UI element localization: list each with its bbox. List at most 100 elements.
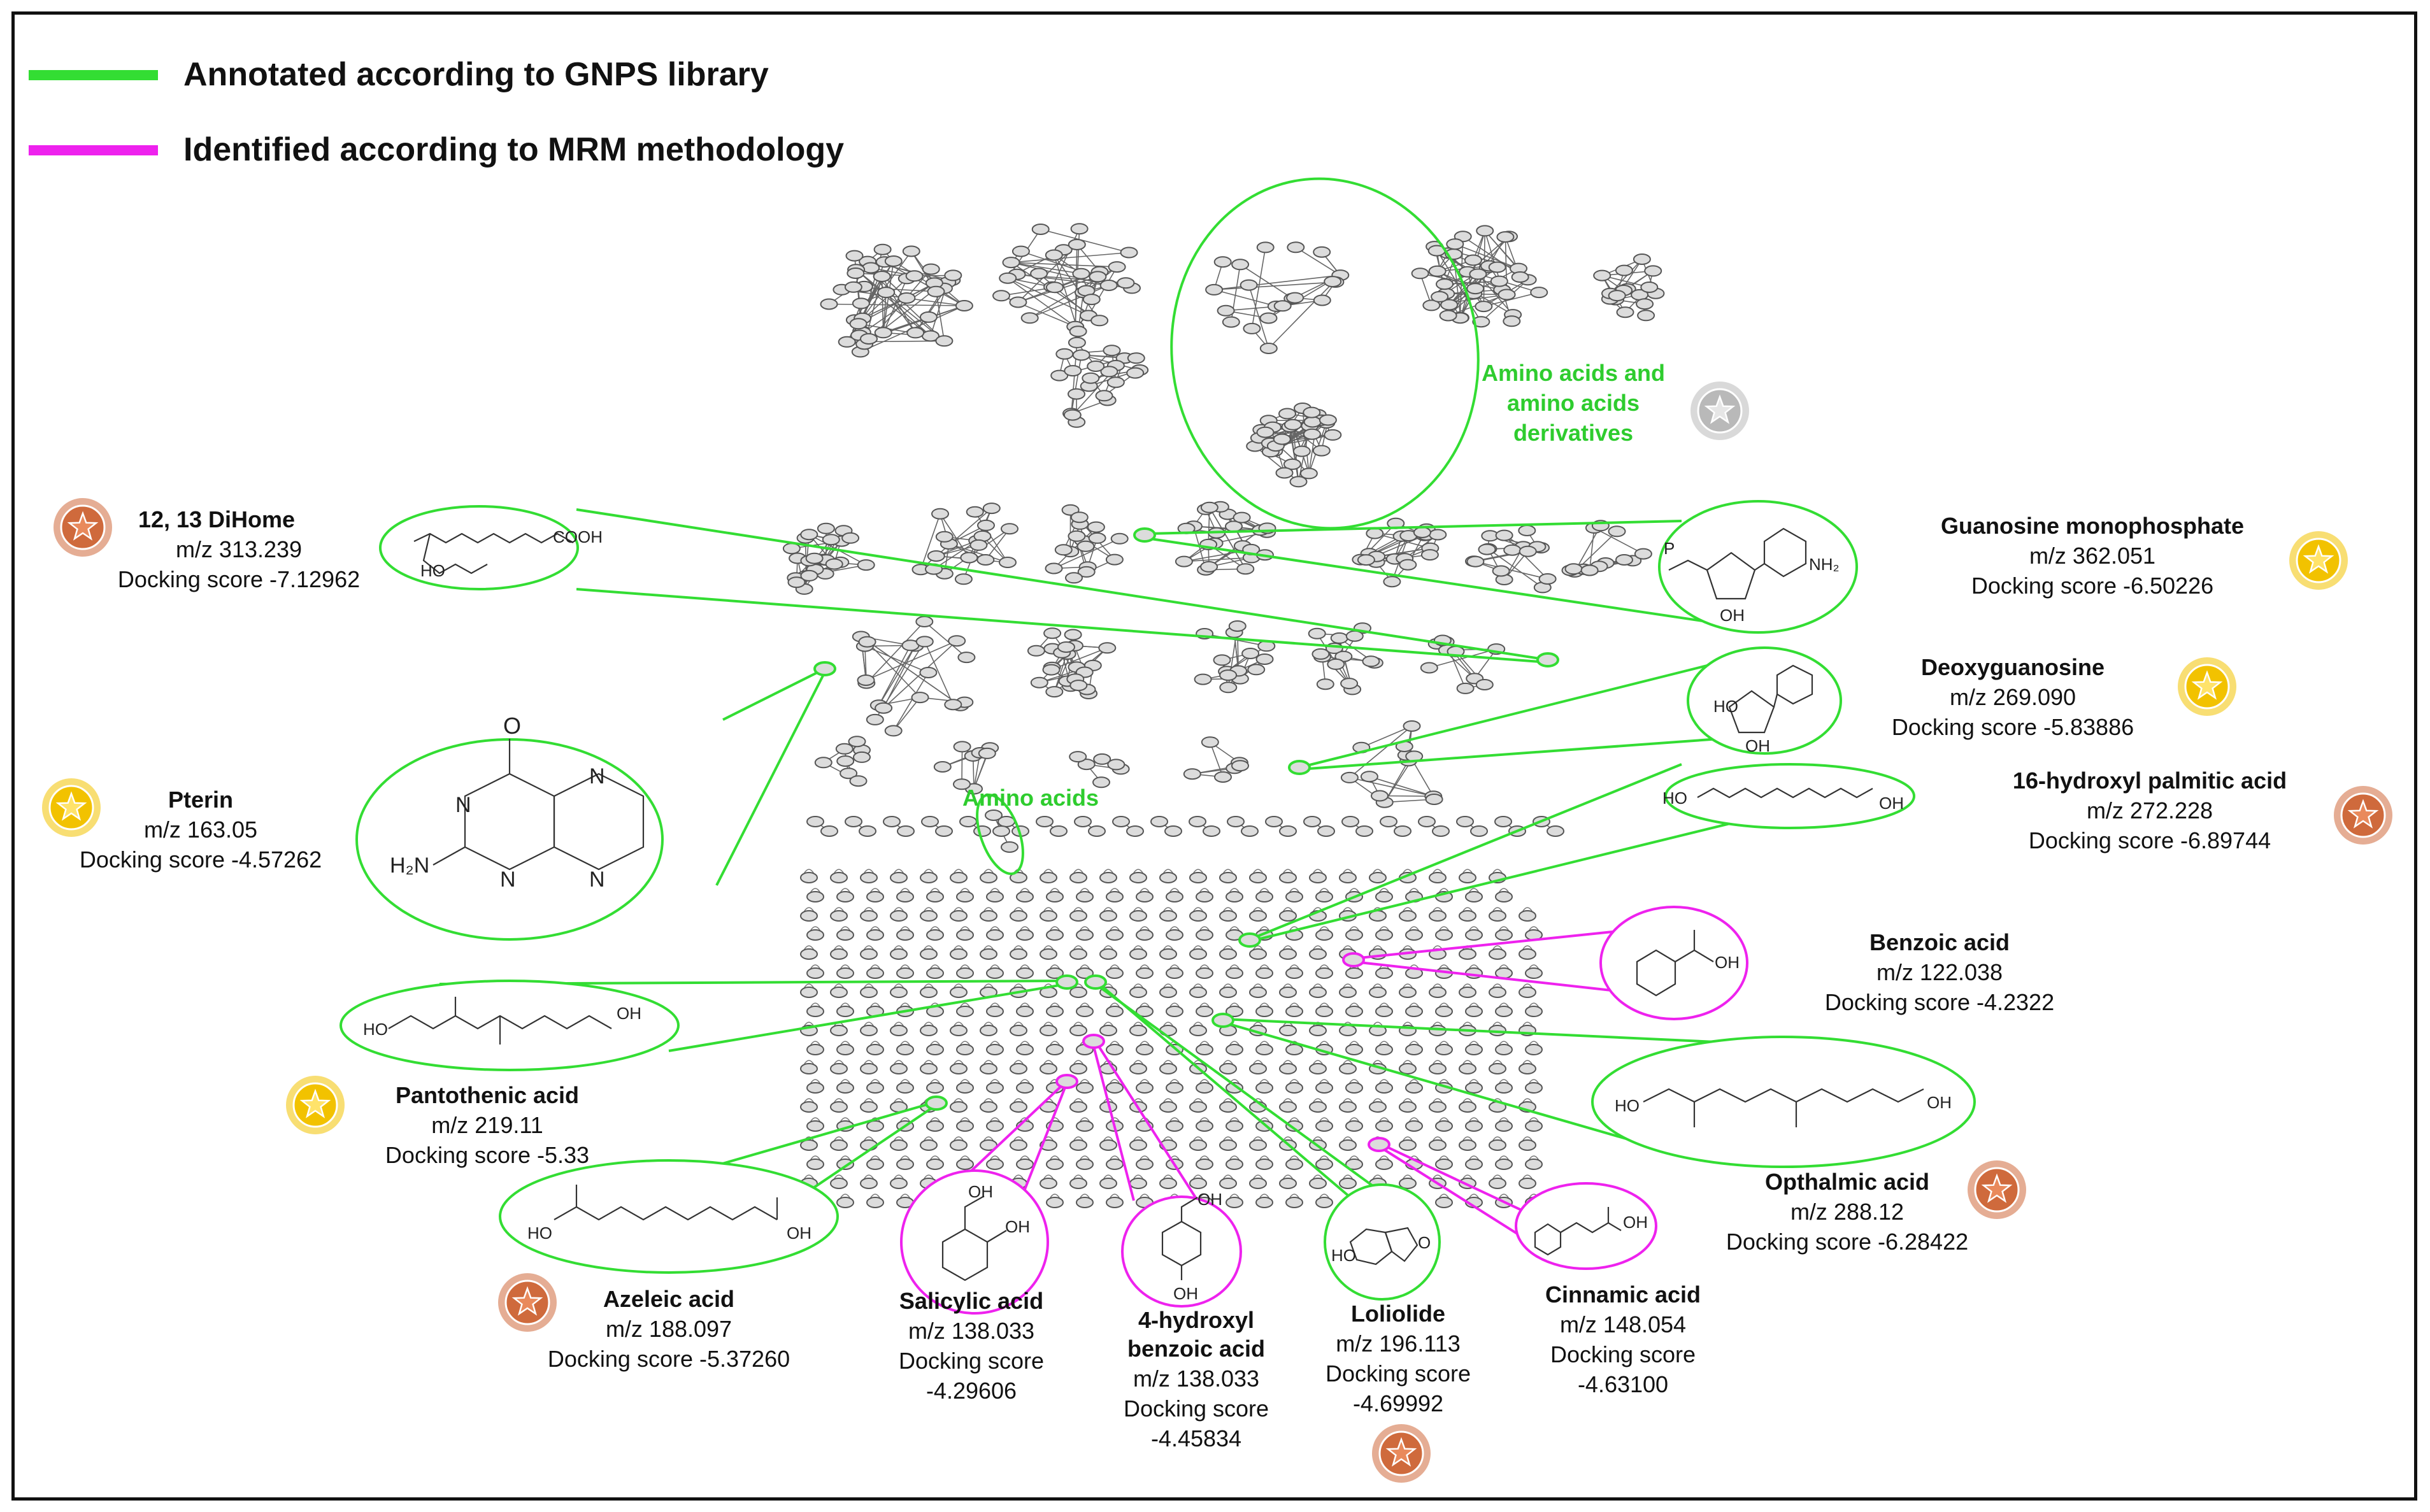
network-node (852, 297, 870, 310)
self-loop (1222, 1098, 1234, 1104)
network-node (1339, 1063, 1357, 1074)
network-node (1057, 641, 1075, 653)
self-loop (929, 1041, 941, 1046)
svg-text:Docking score -6.89744: Docking score -6.89744 (2029, 827, 2271, 853)
network-node (1399, 910, 1417, 922)
self-loop (1073, 1022, 1084, 1027)
svg-text:amino acids: amino acids (1507, 390, 1640, 416)
self-loop (1222, 907, 1234, 913)
svg-text:Docking score: Docking score (1124, 1395, 1269, 1422)
network-node (1106, 1159, 1124, 1170)
network-node (1435, 1044, 1453, 1055)
network-node (841, 532, 860, 544)
network-node (1459, 987, 1476, 998)
network-node (860, 1063, 878, 1074)
network-node (957, 652, 976, 664)
network-node (1640, 282, 1659, 293)
network-node (1495, 1120, 1513, 1132)
self-loop (1252, 1060, 1264, 1066)
network-node (1615, 554, 1633, 566)
network-node (1070, 511, 1089, 524)
network-node (1495, 891, 1513, 902)
network-node (1476, 225, 1494, 237)
self-loop (1013, 907, 1024, 913)
self-loop (1139, 1002, 1150, 1008)
highlight-node-hpa (1238, 932, 1261, 948)
svg-text:O: O (503, 713, 521, 739)
network-node (980, 1063, 997, 1074)
self-loop (1073, 907, 1084, 913)
group-label-amino-acid-derivatives: Amino acids and amino acids derivatives (1482, 360, 1665, 446)
network-node (980, 1025, 997, 1036)
self-loop (810, 1079, 821, 1085)
network-node (1231, 760, 1249, 772)
network-node (1175, 555, 1193, 567)
network-node (1099, 910, 1117, 922)
self-loop (1192, 1136, 1204, 1142)
network-node (1166, 929, 1183, 941)
network-node (1375, 929, 1393, 941)
network-edge (1434, 246, 1482, 322)
self-loop (1169, 1079, 1180, 1085)
svg-text:Benzoic acid: Benzoic acid (1869, 929, 2010, 955)
self-loop (1043, 1060, 1054, 1066)
network-edge (1040, 229, 1129, 253)
connector-loliolide (1094, 980, 1352, 1199)
network-node (977, 519, 995, 531)
network-node (980, 872, 997, 883)
self-loop (1438, 926, 1450, 932)
network-node (1159, 1063, 1177, 1074)
self-loop (1162, 869, 1174, 874)
network-node (1292, 445, 1311, 457)
network-node (1040, 910, 1057, 922)
svg-text:OH: OH (968, 1182, 993, 1201)
self-loop (869, 888, 881, 894)
network-node (1226, 1120, 1243, 1132)
network-node (1016, 967, 1034, 979)
network-node (1429, 1101, 1447, 1113)
network-node (1285, 1006, 1303, 1017)
network-node (1159, 872, 1177, 883)
network-node (1255, 1197, 1273, 1208)
self-loop (1073, 1136, 1084, 1142)
self-loop (1162, 907, 1174, 913)
self-loop (869, 1079, 881, 1085)
network-node (1069, 1178, 1087, 1189)
network-node (1309, 1178, 1327, 1189)
network-node (1339, 987, 1357, 998)
network-node (1564, 563, 1583, 575)
self-loop (1402, 983, 1413, 989)
network-node (1285, 1159, 1303, 1170)
network-node (866, 1159, 884, 1170)
callout-loliolide: HO O (1324, 1183, 1441, 1301)
network-node (1285, 1082, 1303, 1094)
network-node (830, 1025, 848, 1036)
self-loop (1432, 907, 1443, 913)
self-loop (1289, 1155, 1300, 1161)
network-node (1069, 751, 1087, 763)
self-loop (869, 1194, 881, 1199)
self-loop (1432, 1174, 1443, 1180)
network-node (950, 1025, 968, 1036)
self-loop (1049, 1155, 1061, 1161)
network-node (1076, 1197, 1094, 1208)
self-loop (1342, 907, 1354, 913)
network-node (1255, 1006, 1273, 1017)
network-node (1069, 1025, 1087, 1036)
network-node (1040, 872, 1057, 883)
network-node (1189, 1139, 1207, 1151)
compound-label-deoxy: Deoxyguanosine m/z 269.090 Docking score… (1892, 654, 2134, 740)
self-loop (1432, 1098, 1443, 1104)
network-node (806, 1120, 824, 1132)
network-node (1283, 418, 1302, 431)
network-node (1309, 1063, 1327, 1074)
network-node (1016, 1159, 1034, 1170)
network-node (1010, 872, 1027, 883)
network-node (1219, 669, 1238, 681)
svg-text:HO: HO (420, 561, 445, 580)
network-node (1435, 929, 1453, 941)
network-node (954, 573, 973, 585)
network-node (1055, 348, 1074, 360)
network-node (890, 872, 908, 883)
network-node (950, 872, 968, 883)
